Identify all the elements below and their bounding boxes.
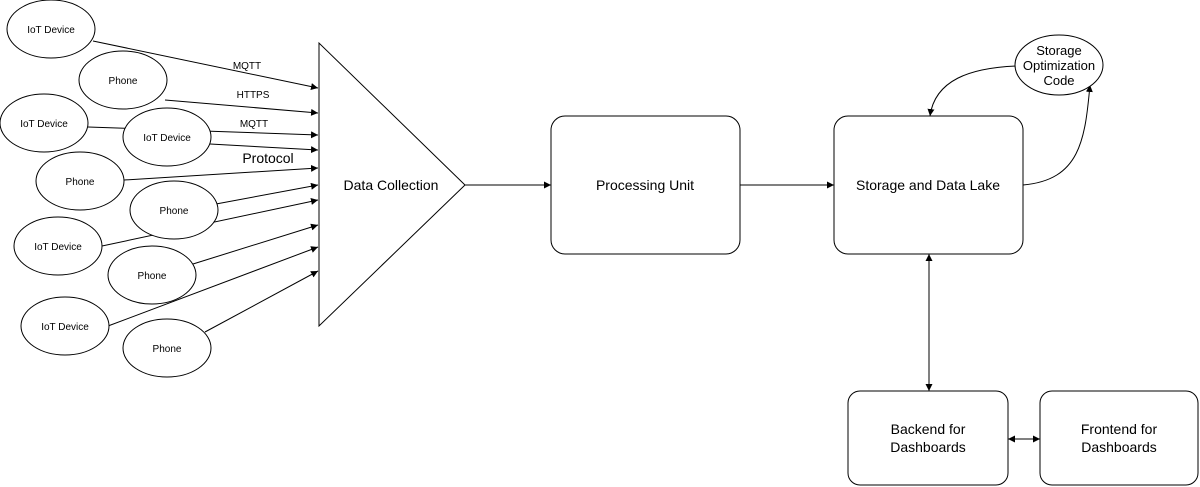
connector-iot-5 (107, 246, 319, 327)
connector-iot-3 (209, 143, 319, 154)
device-nodes: IoT Device Phone IoT Device IoT Device P… (0, 0, 219, 378)
optimization-label-line-3: Code (1043, 73, 1074, 88)
frontend-label-line-1: Frontend for (1081, 421, 1158, 437)
device-label: IoT Device (20, 119, 68, 130)
optimization-label-line-2: Optimization (1023, 58, 1095, 73)
arrow-optimization-to-storage (927, 65, 1017, 117)
protocol-label: Protocol (242, 150, 293, 166)
connector-phone-2 (123, 164, 319, 181)
device-node: IoT Device (122, 107, 212, 167)
device-label: Phone (153, 344, 182, 355)
device-label: Phone (66, 177, 95, 188)
frontend-node: Frontend for Dashboards (1039, 390, 1199, 486)
storage-node: Storage and Data Lake (833, 115, 1024, 255)
device-label: Phone (138, 271, 167, 282)
device-label: Phone (109, 76, 138, 87)
processing-unit-node: Processing Unit (550, 115, 741, 255)
connector-phone-4 (192, 223, 319, 265)
connector-phone-3 (215, 182, 319, 205)
connector-phone-5 (204, 270, 319, 333)
protocol-label-https: HTTPS (237, 90, 270, 101)
device-node: IoT Device (0, 93, 89, 153)
backend-label-line-1: Backend for (891, 421, 966, 437)
backend-node: Backend for Dashboards (847, 390, 1009, 486)
device-label: IoT Device (143, 133, 191, 144)
device-node: Phone (122, 318, 212, 378)
frontend-label-line-2: Dashboards (1081, 439, 1157, 455)
device-node: Phone (78, 50, 168, 110)
device-node: Phone (35, 151, 125, 211)
device-label: IoT Device (27, 25, 75, 36)
protocol-label-mqtt-2: MQTT (240, 119, 268, 130)
processing-unit-label: Processing Unit (596, 177, 694, 193)
data-collection-label: Data Collection (344, 177, 439, 193)
device-node: Phone (107, 245, 197, 305)
device-label: Phone (160, 206, 189, 217)
data-collection-node: Data Collection (318, 41, 466, 328)
arrow-storage-to-optimization (1022, 84, 1093, 186)
connector-iot-1 (92, 40, 319, 90)
device-label: IoT Device (34, 242, 82, 253)
optimization-node: Storage Optimization Code (1014, 34, 1104, 96)
device-label: IoT Device (41, 322, 89, 333)
optimization-label-line-1: Storage (1036, 43, 1082, 58)
protocol-label-mqtt-1: MQTT (233, 61, 261, 72)
backend-label-line-2: Dashboards (890, 439, 966, 455)
device-node: Phone (129, 180, 219, 240)
device-node: IoT Device (6, 0, 96, 59)
device-node: IoT Device (20, 296, 110, 356)
connector-phone-1 (164, 99, 319, 116)
storage-label: Storage and Data Lake (856, 177, 1000, 193)
device-node: IoT Device (13, 216, 103, 276)
